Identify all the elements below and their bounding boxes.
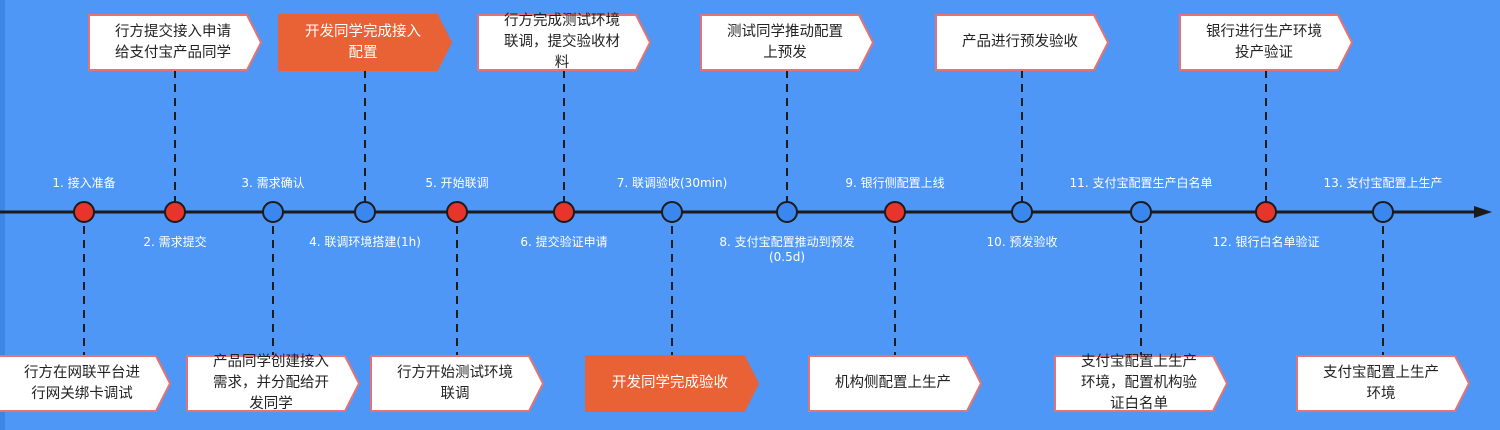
note-box: [88, 14, 263, 71]
step-node-red: [164, 201, 186, 223]
note-text: 测试同学推动配置上预发: [727, 23, 843, 61]
note-box: [808, 355, 983, 412]
step-label: 4. 联调环境搭建(1h): [309, 235, 421, 249]
step-label: 13. 支付宝配置上生产: [1323, 176, 1443, 190]
note-text: 行方在网联平台进行网关绑卡调试: [24, 364, 140, 402]
note-box: [186, 355, 361, 412]
note-text: 产品同学创建接入需求，并分配给开发同学: [213, 354, 329, 412]
step-label: 12. 银行白名单验证: [1212, 235, 1320, 249]
step-node-red: [1255, 201, 1277, 223]
note-box: [278, 14, 453, 71]
note-text: 机构侧配置上生产: [835, 375, 951, 391]
step-label: 10. 预发验收: [986, 235, 1058, 249]
note-text: 产品进行预发验收: [962, 34, 1078, 50]
step-node-red: [553, 201, 575, 223]
step-node-blue: [1130, 201, 1152, 223]
note-text: 行方提交接入申请给支付宝产品同学: [115, 23, 231, 61]
note-box: [477, 14, 652, 71]
note-text: 行方完成测试环境联调，提交验收材料: [504, 13, 620, 71]
step-node-blue: [1372, 201, 1394, 223]
step-label: 8. 支付宝配置推动到预发(0.5d): [719, 235, 855, 264]
step-node-blue: [354, 201, 376, 223]
step-node-blue: [1011, 201, 1033, 223]
note-box: [0, 355, 172, 412]
step-label: 6. 提交验证申请: [520, 235, 608, 249]
step-node-red: [884, 201, 906, 223]
note-box: [1296, 355, 1471, 412]
step-label: 2. 需求提交: [143, 235, 207, 249]
note-text: 支付宝配置上生产环境，配置机构验证白名单: [1081, 354, 1197, 412]
step-label: 3. 需求确认: [241, 176, 305, 190]
note-box: [1179, 14, 1354, 71]
step-node-blue: [661, 201, 683, 223]
note-box: [935, 14, 1110, 71]
step-label: 11. 支付宝配置生产白名单: [1069, 176, 1213, 190]
note-text: 银行进行生产环境投产验证: [1206, 23, 1322, 61]
step-node-red: [446, 201, 468, 223]
step-label: 9. 银行侧配置上线: [845, 176, 945, 190]
step-node-blue: [776, 201, 798, 223]
step-node-red: [73, 201, 95, 223]
step-label: 1. 接入准备: [52, 176, 116, 190]
note-box: [370, 355, 545, 412]
step-label: 5. 开始联调: [425, 176, 489, 190]
note-text: 开发同学完成验收: [612, 375, 728, 391]
note-text: 支付宝配置上生产环境: [1323, 364, 1439, 402]
note-text: 行方开始测试环境联调: [397, 364, 513, 402]
note-box: [700, 14, 875, 71]
note-box: [585, 355, 760, 412]
left-edge-strip: [0, 0, 5, 430]
note-text: 开发同学完成接入配置: [305, 23, 421, 61]
note-box: [1054, 355, 1229, 412]
step-node-blue: [262, 201, 284, 223]
axis-arrow-icon: [1474, 206, 1492, 218]
step-label: 7. 联调验收(30min): [616, 176, 728, 190]
